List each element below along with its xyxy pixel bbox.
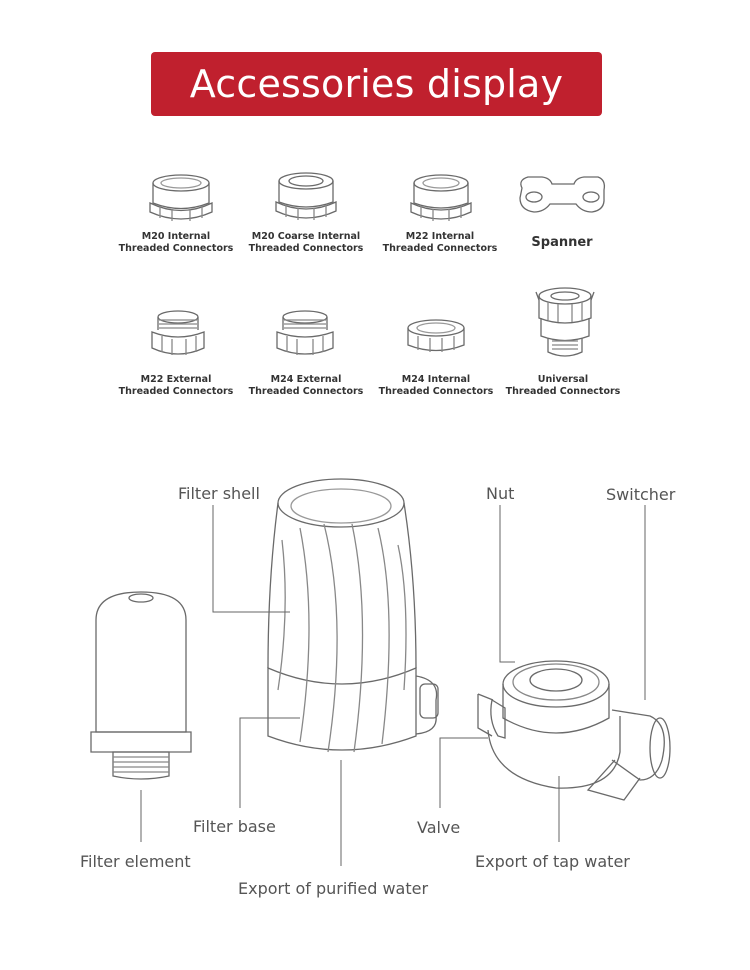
filter-element-icon <box>90 591 192 780</box>
filter-base-label: Filter base <box>193 817 276 836</box>
valve-label: Valve <box>417 818 461 837</box>
accessory-label: M20 Internal Threaded Connectors <box>118 231 234 254</box>
nut-label: Nut <box>486 484 515 503</box>
export-tap-water-label: Export of tap water <box>475 852 630 871</box>
accessory-m22-external-icon <box>151 310 205 355</box>
title-banner: Accessories display <box>151 52 602 116</box>
accessory-m24-internal-icon <box>407 319 465 352</box>
accessory-label: Universal Threaded Connectors <box>505 374 621 397</box>
accessory-m20-internal-icon <box>149 174 213 221</box>
accessory-m20-coarse-icon <box>275 172 337 220</box>
leader-lines <box>140 505 646 866</box>
accessory-label: M22 Internal Threaded Connectors <box>382 231 498 254</box>
accessory-label: M22 External Threaded Connectors <box>118 374 234 397</box>
switcher-assembly-icon <box>477 660 671 801</box>
accessory-m24-external-icon <box>276 310 334 355</box>
export-purified-water-label: Export of purified water <box>238 879 429 898</box>
accessory-m22-internal-icon <box>410 174 472 221</box>
filter-shell-icon <box>267 478 439 753</box>
accessory-label: M20 Coarse Internal Threaded Connectors <box>248 231 364 254</box>
accessory-label: Spanner <box>531 235 593 250</box>
filter-shell-label: Filter shell <box>178 484 260 503</box>
filter-element-label: Filter element <box>80 852 191 871</box>
accessory-universal-icon <box>535 287 595 357</box>
page-title: Accessories display <box>189 62 564 106</box>
accessory-spanner-icon <box>519 176 606 213</box>
accessory-label: M24 External Threaded Connectors <box>248 374 364 397</box>
accessory-label: M24 Internal Threaded Connectors <box>378 374 494 397</box>
switcher-label: Switcher <box>606 485 676 504</box>
